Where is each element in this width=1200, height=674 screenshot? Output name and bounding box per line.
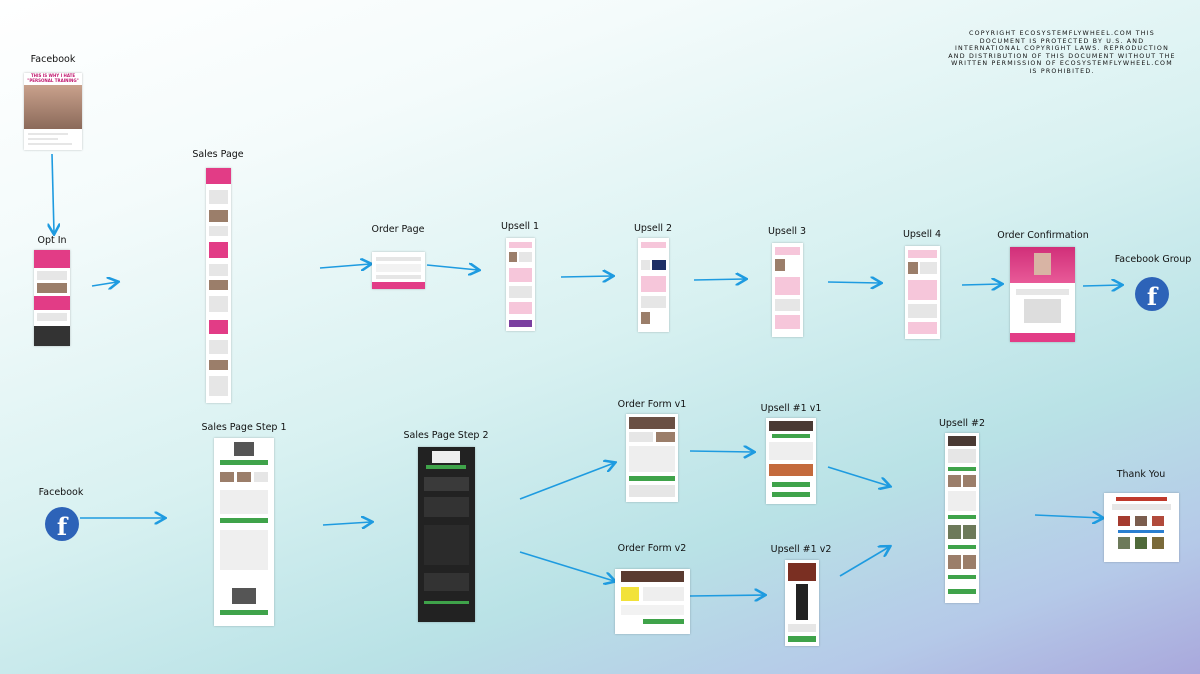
thumb-order-form-v1[interactable] <box>626 414 678 502</box>
facebook-icon[interactable]: f <box>45 507 79 541</box>
label-order-form-v2: Order Form v2 <box>617 543 687 554</box>
facebook-ad-headline: THIS IS WHY I HATE "PERSONAL TRAINING" <box>24 73 82 85</box>
label-facebook-group: Facebook Group <box>1114 254 1192 265</box>
label-facebook-bottom: Facebook <box>38 487 84 498</box>
thumb-upsell-4[interactable] <box>905 246 940 339</box>
thumb-sales-page-step-1[interactable] <box>214 438 274 626</box>
arrow-step2-to-formv2 <box>519 551 614 581</box>
arrow-upsell1v1-to-upsell2 <box>827 466 889 486</box>
arrow-upsell4-to-confirmation <box>961 284 1001 285</box>
arrow-upsell3-to-upsell4 <box>827 282 880 283</box>
label-order-page: Order Page <box>371 224 425 235</box>
ad-photo <box>24 85 82 129</box>
label-sales-page-step-2: Sales Page Step 2 <box>403 430 489 441</box>
thumb-opt-in[interactable] <box>34 250 70 346</box>
thumb-upsell-1-v1[interactable] <box>766 418 816 504</box>
arrow-step2-to-formv1 <box>519 463 614 500</box>
label-upsell-2-bottom: Upsell #2 <box>938 418 986 429</box>
label-order-confirmation: Order Confirmation <box>997 230 1089 241</box>
thumb-upsell-1[interactable] <box>506 238 535 331</box>
thumb-facebook-ad[interactable]: THIS IS WHY I HATE "PERSONAL TRAINING" <box>24 73 82 150</box>
arrow-upsell2-to-thankyou <box>1034 515 1102 518</box>
label-order-form-v1: Order Form v1 <box>617 399 687 410</box>
arrow-upsell1-to-upsell2 <box>560 276 612 277</box>
arrow-formv2-to-upsell1v2 <box>689 595 764 596</box>
label-upsell-2: Upsell 2 <box>633 223 673 234</box>
thumb-thank-you[interactable] <box>1104 493 1179 562</box>
thumb-upsell-3[interactable] <box>772 243 803 337</box>
label-opt-in: Opt In <box>37 235 67 246</box>
label-upsell-1-v1: Upsell #1 v1 <box>760 403 822 414</box>
arrow-formv1-to-upsell1v1 <box>689 451 753 452</box>
copyright-notice: COPYRIGHT ECOSYSTEMFLYWHEEL.COM THIS DOC… <box>948 30 1176 75</box>
arrow-upsell1v2-to-upsell2 <box>839 547 889 577</box>
label-upsell-1: Upsell 1 <box>500 221 540 232</box>
arrow-order-to-upsell1 <box>426 265 478 270</box>
arrow-step1-to-step2 <box>322 522 371 525</box>
thumb-order-page[interactable] <box>372 252 425 289</box>
arrow-facebook-to-optin <box>52 153 54 233</box>
thumb-upsell-1-v2[interactable] <box>785 560 819 646</box>
thumb-order-confirmation[interactable] <box>1010 247 1075 342</box>
arrow-optin-to-sales <box>91 282 117 286</box>
label-facebook-top: Facebook <box>30 54 76 65</box>
arrow-sales-to-order <box>319 264 370 268</box>
label-upsell-3: Upsell 3 <box>767 226 807 237</box>
label-upsell-1-v2: Upsell #1 v2 <box>770 544 832 555</box>
label-sales-page: Sales Page <box>192 149 244 160</box>
label-thank-you: Thank You <box>1116 469 1166 480</box>
facebook-group-icon[interactable]: f <box>1135 277 1169 311</box>
thumb-upsell-2[interactable] <box>638 238 669 332</box>
label-sales-page-step-1: Sales Page Step 1 <box>201 422 287 433</box>
thumb-upsell-2-bottom[interactable] <box>945 433 979 603</box>
arrow-upsell2-to-upsell3 <box>693 279 745 280</box>
thumb-order-form-v2[interactable] <box>615 569 690 634</box>
arrow-confirmation-to-group <box>1082 285 1121 286</box>
thumb-sales-page[interactable] <box>206 168 231 403</box>
label-upsell-4: Upsell 4 <box>902 229 942 240</box>
thumb-sales-page-step-2[interactable] <box>418 447 475 622</box>
